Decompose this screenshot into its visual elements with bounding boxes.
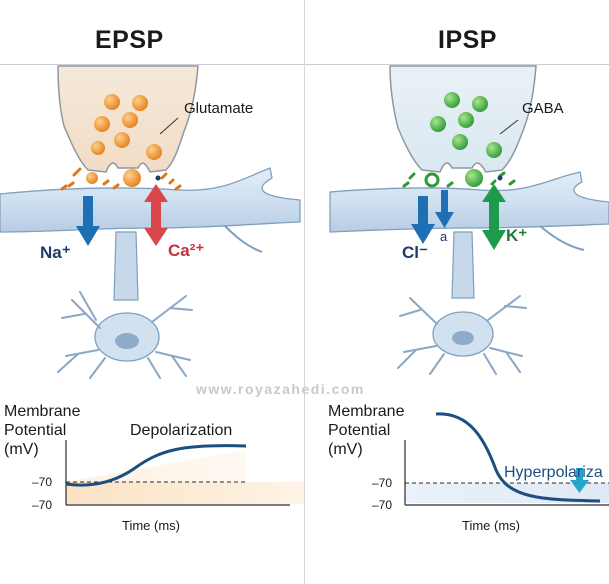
vesicle-icon [424, 172, 440, 188]
vesicle-icon [465, 169, 483, 187]
ipsp-ylabel-line2: Potential [328, 422, 391, 439]
vesicle-icon [122, 112, 138, 128]
vesicle-icon [430, 116, 446, 132]
hyperpolarization-arrow-icon [570, 468, 589, 493]
vesicle-icon [132, 95, 148, 111]
epsp-ylabel-line3: (mV) [4, 441, 39, 458]
vesicle-icon [146, 144, 162, 160]
ipsp-tick-lower: –70 [372, 498, 393, 512]
vesicle-icon [114, 132, 130, 148]
calcium-label: Ca²⁺ [168, 241, 205, 260]
depolarization-label: Depolarization [130, 422, 233, 439]
calcium-arrow-icon [144, 184, 168, 246]
ipsp-tick-upper: –70 [372, 476, 393, 490]
vesicle-icon [486, 142, 502, 158]
watermark: www.royazahedi.com [196, 381, 365, 397]
sodium-arrow-icon [76, 196, 100, 246]
epsp-title: EPSP [95, 26, 164, 54]
vesicle-icon [94, 116, 110, 132]
epsp-neuron-soma-icon [57, 231, 193, 379]
vesicle-icon [91, 141, 105, 155]
gaba-label: GABA [522, 100, 564, 117]
vesicle-icon [123, 169, 141, 187]
chloride-label: Cl⁻ [402, 243, 428, 262]
vesicle-icon [452, 134, 468, 150]
epsp-graph [65, 440, 304, 506]
ipsp-title: IPSP [438, 26, 497, 54]
epsp-dendrite [0, 167, 301, 253]
epsp-ylabel-line1: Membrane [4, 403, 81, 420]
epsp-xlabel: Time (ms) [122, 518, 181, 533]
chloride-subscript: a [440, 229, 448, 244]
vesicle-icon [458, 112, 474, 128]
epsp-divider [0, 64, 304, 65]
ipsp-curve [435, 412, 601, 503]
ipsp-divider [305, 64, 609, 65]
glutamate-pointer [159, 117, 179, 135]
vesicle-icon [86, 172, 98, 184]
epsp-ylabel-line2: Potential [4, 422, 67, 439]
chloride-arrow-icon [411, 190, 454, 244]
panel-separator [304, 0, 305, 584]
epsp-curve [65, 444, 247, 487]
potassium-arrow-icon [482, 184, 506, 250]
ipsp-graph [404, 412, 609, 506]
epsp-tick-upper: –70 [32, 475, 53, 489]
ipsp-dendrite [329, 171, 609, 251]
potassium-label: K⁺ [506, 226, 528, 245]
ipsp-ylabel-line1: Membrane [328, 403, 405, 420]
ipsp-xlabel: Time (ms) [462, 518, 521, 533]
glutamate-label: Glutamate [184, 100, 254, 117]
ipsp-neuron-soma-icon [397, 231, 527, 375]
sodium-label: Na⁺ [40, 243, 71, 262]
hyperpolarization-label: Hyperpolariza [504, 464, 603, 481]
gaba-pointer [499, 119, 519, 135]
ipsp-ylabel-line3: (mV) [328, 441, 363, 458]
epsp-vesicles [60, 94, 182, 191]
vesicle-icon [104, 94, 120, 110]
epsp-tick-lower: –70 [32, 498, 53, 512]
vesicle-icon [444, 92, 460, 108]
vesicle-icon [472, 96, 488, 112]
ipsp-vesicles [402, 92, 516, 188]
